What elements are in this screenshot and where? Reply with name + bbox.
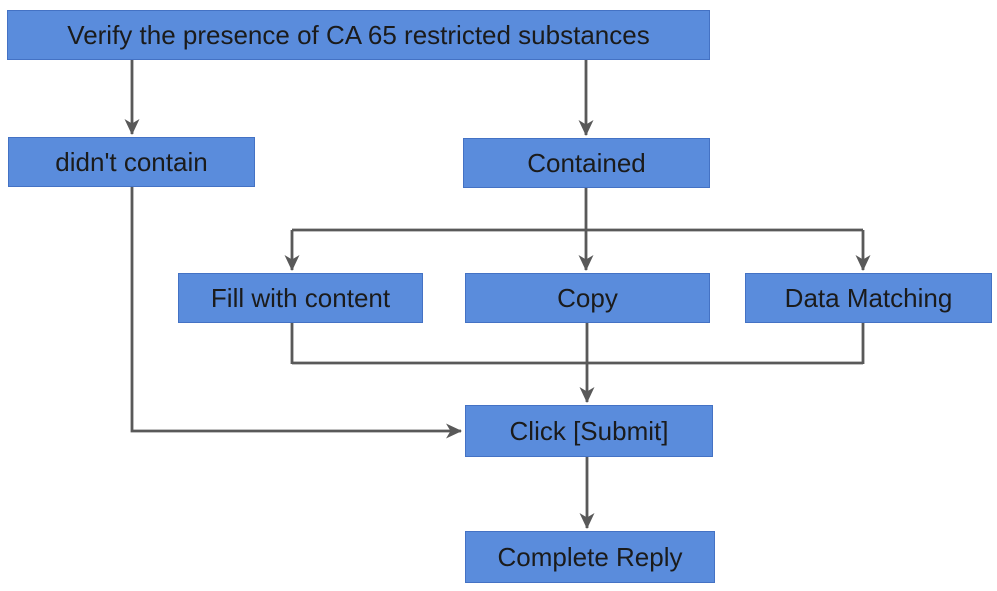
node-contained: Contained <box>463 138 710 188</box>
node-data-matching: Data Matching <box>745 273 992 323</box>
node-didnt-contain-label: didn't contain <box>55 146 208 177</box>
node-copy: Copy <box>465 273 710 323</box>
node-fill-with-content-label: Fill with content <box>210 282 391 313</box>
node-didnt-contain: didn't contain <box>8 137 255 187</box>
node-click-submit: Click [Submit] <box>465 405 713 457</box>
node-complete-reply: Complete Reply <box>465 531 715 583</box>
node-data-matching-label: Data Matching <box>784 282 953 313</box>
node-fill-with-content: Fill with content <box>178 273 423 323</box>
node-verify: Verify the presence of CA 65 restricted … <box>7 10 710 60</box>
node-contained-label: Contained <box>527 147 646 178</box>
node-click-submit-label: Click [Submit] <box>509 415 669 446</box>
node-copy-label: Copy <box>557 282 618 313</box>
node-verify-label: Verify the presence of CA 65 restricted … <box>67 19 650 50</box>
node-complete-reply-label: Complete Reply <box>497 541 683 572</box>
